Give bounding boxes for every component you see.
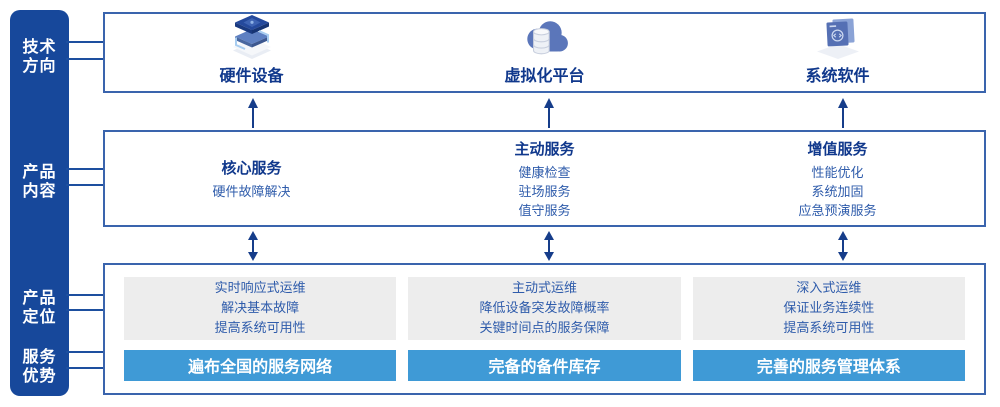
positioning-point: 实时响应式运维 <box>214 280 306 296</box>
arrow-double-icon <box>544 231 554 261</box>
advantage-banner: 完备的备件库存 <box>408 349 681 381</box>
positioning-panel: 实时响应式运维 解决基本故障 提高系统可用性 <box>124 277 397 340</box>
tech-col-software: 系统软件 <box>691 14 984 91</box>
service-title: 核心服务 <box>221 159 282 177</box>
positioning-col-1: 实时响应式运维 解决基本故障 提高系统可用性 遍布全国的服务网络 <box>124 277 397 381</box>
connector-line <box>66 184 104 186</box>
advantage-banner: 遍布全国的服务网络 <box>124 349 397 381</box>
positioning-point: 深入式运维 <box>796 280 862 296</box>
code-window-icon <box>813 14 863 60</box>
connector-line <box>66 58 104 60</box>
tech-label-hardware: 硬件设备 <box>219 68 284 85</box>
positioning-col-3: 深入式运维 保证业务连续性 提高系统可用性 完善的服务管理体系 <box>692 277 965 381</box>
tech-col-hardware: 硬件设备 <box>105 14 398 91</box>
positioning-point: 解决基本故障 <box>221 300 300 316</box>
positioning-panel: 主动式运维 降低设备突发故障概率 关键时间点的服务保障 <box>408 277 681 340</box>
arrow-up-icon <box>544 98 554 128</box>
positioning-point: 保证业务连续性 <box>783 300 875 316</box>
advantage-banner: 完善的服务管理体系 <box>692 349 965 381</box>
tech-label-virtualization: 虚拟化平台 <box>504 68 585 85</box>
category-rail: 技术 方向 产品 内容 产品 定位 服务 优势 <box>10 10 69 396</box>
positioning-point: 提高系统可用性 <box>214 320 306 336</box>
service-item: 系统加固 <box>811 183 864 199</box>
product-content-box: 核心服务 硬件故障解决 主动服务 健康检查 驻场服务 值守服务 增值服务 性能优… <box>103 130 986 227</box>
service-item: 应急预演服务 <box>798 202 877 218</box>
arrow-up-icon <box>838 98 848 128</box>
positioning-panel: 深入式运维 保证业务连续性 提高系统可用性 <box>692 277 965 340</box>
tech-col-virtualization: 虚拟化平台 <box>398 14 691 91</box>
service-title: 主动服务 <box>514 140 575 158</box>
service-item: 值守服务 <box>518 202 571 218</box>
positioning-point: 主动式运维 <box>511 280 577 296</box>
connector-line <box>66 367 104 369</box>
rail-label-position: 产品 定位 <box>22 290 57 326</box>
rail-label-content: 产品 内容 <box>22 164 57 200</box>
positioning-col-2: 主动式运维 降低设备突发故障概率 关键时间点的服务保障 完备的备件库存 <box>408 277 681 381</box>
rail-label-tech: 技术 方向 <box>22 39 57 75</box>
connector-line <box>66 351 104 353</box>
tech-label-software: 系统软件 <box>805 68 870 85</box>
service-item: 硬件故障解决 <box>212 183 291 199</box>
service-title: 增值服务 <box>807 140 868 158</box>
positioning-point: 提高系统可用性 <box>783 320 875 336</box>
arrow-double-icon <box>838 231 848 261</box>
arrow-up-icon <box>248 98 258 128</box>
service-col-proactive: 主动服务 健康检查 驻场服务 值守服务 <box>398 132 691 225</box>
tech-direction-box: 硬件设备 虚拟化平台 <box>103 12 986 93</box>
positioning-point: 降低设备突发故障概率 <box>479 300 610 316</box>
service-item: 健康检查 <box>518 164 571 180</box>
positioning-advantage-box: 实时响应式运维 解决基本故障 提高系统可用性 遍布全国的服务网络 主动式运维 降… <box>103 263 986 395</box>
arrow-double-icon <box>248 231 258 261</box>
positioning-point: 关键时间点的服务保障 <box>479 320 610 336</box>
service-item: 驻场服务 <box>518 183 571 199</box>
service-col-value-added: 增值服务 性能优化 系统加固 应急预演服务 <box>691 132 984 225</box>
service-item: 性能优化 <box>811 164 864 180</box>
server-stack-icon <box>227 12 277 60</box>
connector-line <box>66 309 104 311</box>
rail-label-advantage: 服务 优势 <box>22 349 57 385</box>
connector-line <box>66 294 104 296</box>
connector-line <box>66 168 104 170</box>
cloud-database-icon <box>520 14 570 60</box>
connector-line <box>66 41 104 43</box>
service-col-core: 核心服务 硬件故障解决 <box>105 132 398 225</box>
